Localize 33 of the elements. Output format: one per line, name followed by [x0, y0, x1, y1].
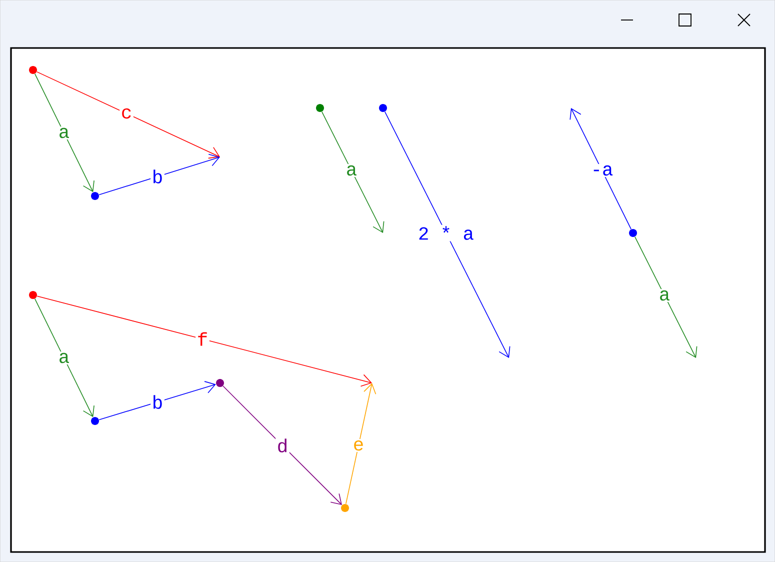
vector-arrow — [34, 73, 94, 192]
vector-label: e — [352, 439, 366, 452]
point-dot — [316, 104, 324, 112]
point-dot — [341, 504, 349, 512]
vector-label: f — [196, 330, 210, 348]
vector-label: 2 * a — [416, 224, 476, 242]
vector-label: -a — [589, 164, 615, 177]
vector-arrow — [222, 386, 342, 505]
point-dot — [379, 104, 387, 112]
vector-arrow — [98, 381, 216, 420]
point-dot — [91, 417, 99, 425]
vector-arrow — [36, 296, 372, 387]
vector-label: a — [344, 164, 358, 177]
point-dot — [629, 229, 637, 237]
vector-arrow — [322, 111, 384, 233]
vector-arrow — [570, 108, 632, 230]
point-dot — [29, 291, 37, 299]
point-dot — [216, 379, 224, 387]
vector-label: a — [57, 352, 71, 364]
vector-label: a — [658, 289, 672, 302]
vector-label: b — [150, 394, 164, 410]
vector-label: a — [57, 126, 71, 140]
point-dot — [29, 66, 37, 74]
vector-arrow — [346, 383, 376, 504]
vector-arrow — [384, 111, 510, 358]
vector-arrow — [98, 154, 220, 196]
point-dot — [91, 192, 99, 200]
vector-label: d — [276, 437, 290, 454]
vector-arrow — [634, 236, 698, 358]
vector-label: c — [120, 107, 134, 120]
vector-arrow — [34, 298, 94, 418]
vector-arrow — [36, 71, 220, 159]
vector-label: b — [150, 168, 164, 185]
